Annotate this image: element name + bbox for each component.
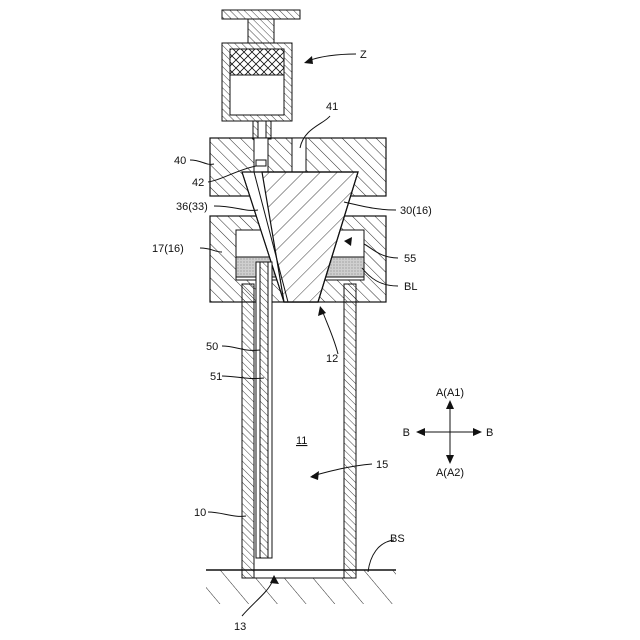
syringe-top-plate [222,10,300,19]
arrow-up-icon [446,400,454,409]
dir-b-left-label: B [403,427,410,439]
label-bl: BL [404,281,417,293]
arrow-right-icon [473,428,482,436]
tube-wall-left [242,284,254,578]
label-51: 51 [210,371,222,383]
arrow-down-icon [446,455,454,464]
label-42: 42 [192,177,204,189]
inner-tube-wall-51 [260,262,268,558]
reference-labels: Z 41 40 42 36(33) 30(16) 17(16) 55 BL 12… [152,49,432,633]
syringe-plunger-stem [248,19,274,43]
label-z: Z [360,49,367,61]
label-55: 55 [404,253,416,265]
channel-42 [254,138,268,172]
label-bs: BS [390,533,405,545]
label-41: 41 [326,101,338,113]
label-13: 13 [234,621,246,633]
tube-wall-right [344,284,356,578]
syringe-plunger-head [230,49,284,75]
vent-hole-41 [292,138,306,172]
dir-a1-label: A(A1) [436,387,464,399]
label-30: 30(16) [400,205,432,217]
arrowheads [270,56,352,584]
inner-tube-50 [256,262,272,558]
label-11: 11 [296,435,307,447]
label-15: 15 [376,459,388,471]
label-50: 50 [206,341,218,353]
arrow-left-icon [416,428,425,436]
label-36: 36(33) [176,201,208,213]
ground-bs [206,570,396,604]
syringe-z [222,10,300,139]
direction-indicator: A(A1) A(A2) B B [403,387,494,479]
label-17: 17(16) [152,243,184,255]
label-10: 10 [194,507,206,519]
dir-b-right-label: B [486,427,493,439]
label-12: 12 [326,353,338,365]
label-40: 40 [174,155,186,167]
dir-a2-label: A(A2) [436,467,464,479]
